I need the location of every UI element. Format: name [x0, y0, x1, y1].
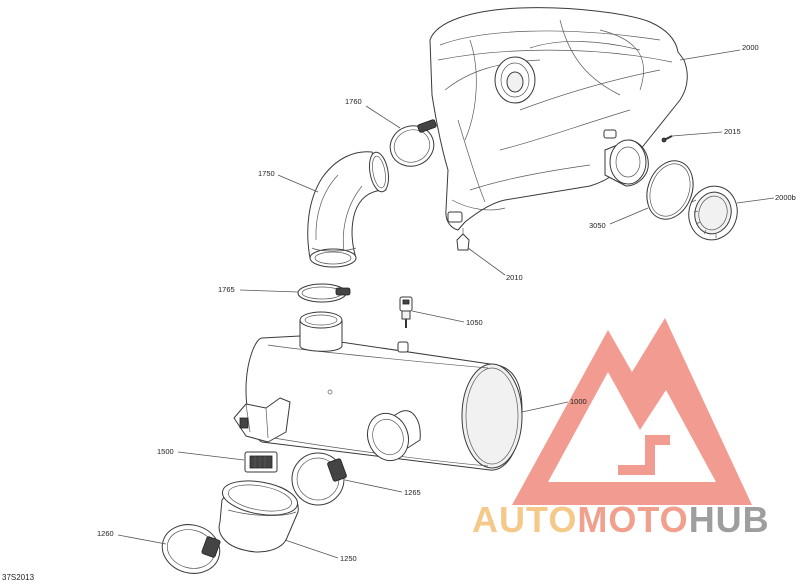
callout-3050: 3050	[589, 221, 606, 230]
lower-hose-clamp	[297, 283, 351, 303]
callout-1760: 1760	[345, 97, 362, 106]
drawing-code: 37S2013	[2, 573, 35, 582]
upper-hose-clamp	[389, 119, 437, 167]
callout-2015: 2015	[724, 127, 741, 136]
leader-2000b	[736, 197, 775, 204]
callout-2000: 2000	[742, 43, 759, 52]
callout-labels: 2000 2015 2000b 3050 2010 1760 1750 1765…	[97, 43, 796, 563]
outlet-clamp	[291, 452, 347, 506]
watermark-logo	[512, 318, 752, 505]
leader-1765	[239, 289, 299, 293]
callout-2000b: 2000b	[775, 193, 796, 202]
callout-2010: 2010	[506, 273, 523, 282]
air-filter-housing	[429, 7, 688, 231]
callout-1260: 1260	[97, 529, 114, 538]
sensor	[399, 296, 413, 328]
leader-lines	[117, 49, 775, 559]
screw	[661, 135, 673, 143]
connector	[244, 451, 278, 473]
leader-2000	[679, 49, 741, 61]
callout-1500: 1500	[157, 447, 174, 456]
watermark-triangle-mark	[512, 318, 752, 505]
leader-2015	[671, 131, 723, 137]
leader-3050	[609, 207, 649, 225]
rubber-sleeve	[218, 480, 299, 553]
callout-1765: 1765	[218, 285, 235, 294]
housing-ring-nut	[688, 185, 738, 241]
watermark-inner-notch	[618, 435, 670, 475]
watermark-moto: MOTO	[577, 499, 688, 540]
sleeve-clamp	[161, 524, 221, 574]
leader-1250	[284, 539, 339, 559]
leader-1260	[117, 534, 167, 545]
leader-2010	[467, 247, 506, 276]
callout-1265: 1265	[404, 488, 421, 497]
leader-1750	[277, 174, 319, 193]
callout-1750: 1750	[258, 169, 275, 178]
watermark-hub: HUB	[689, 499, 770, 540]
leader-1760	[365, 105, 401, 129]
watermark-auto: AUTO	[472, 499, 577, 540]
watermark-text: AUTOMOTOHUB	[472, 499, 770, 540]
o-ring-gasket	[646, 160, 694, 220]
drain-valve	[456, 228, 470, 251]
leader-1000	[521, 401, 569, 413]
callout-1050: 1050	[466, 318, 483, 327]
leader-1050	[411, 310, 465, 323]
resonator-box	[233, 311, 523, 471]
callout-1000: 1000	[570, 397, 587, 406]
callout-1250: 1250	[340, 554, 357, 563]
leader-1500	[177, 451, 245, 461]
elbow-hose	[307, 151, 390, 268]
leader-1265	[344, 479, 403, 493]
